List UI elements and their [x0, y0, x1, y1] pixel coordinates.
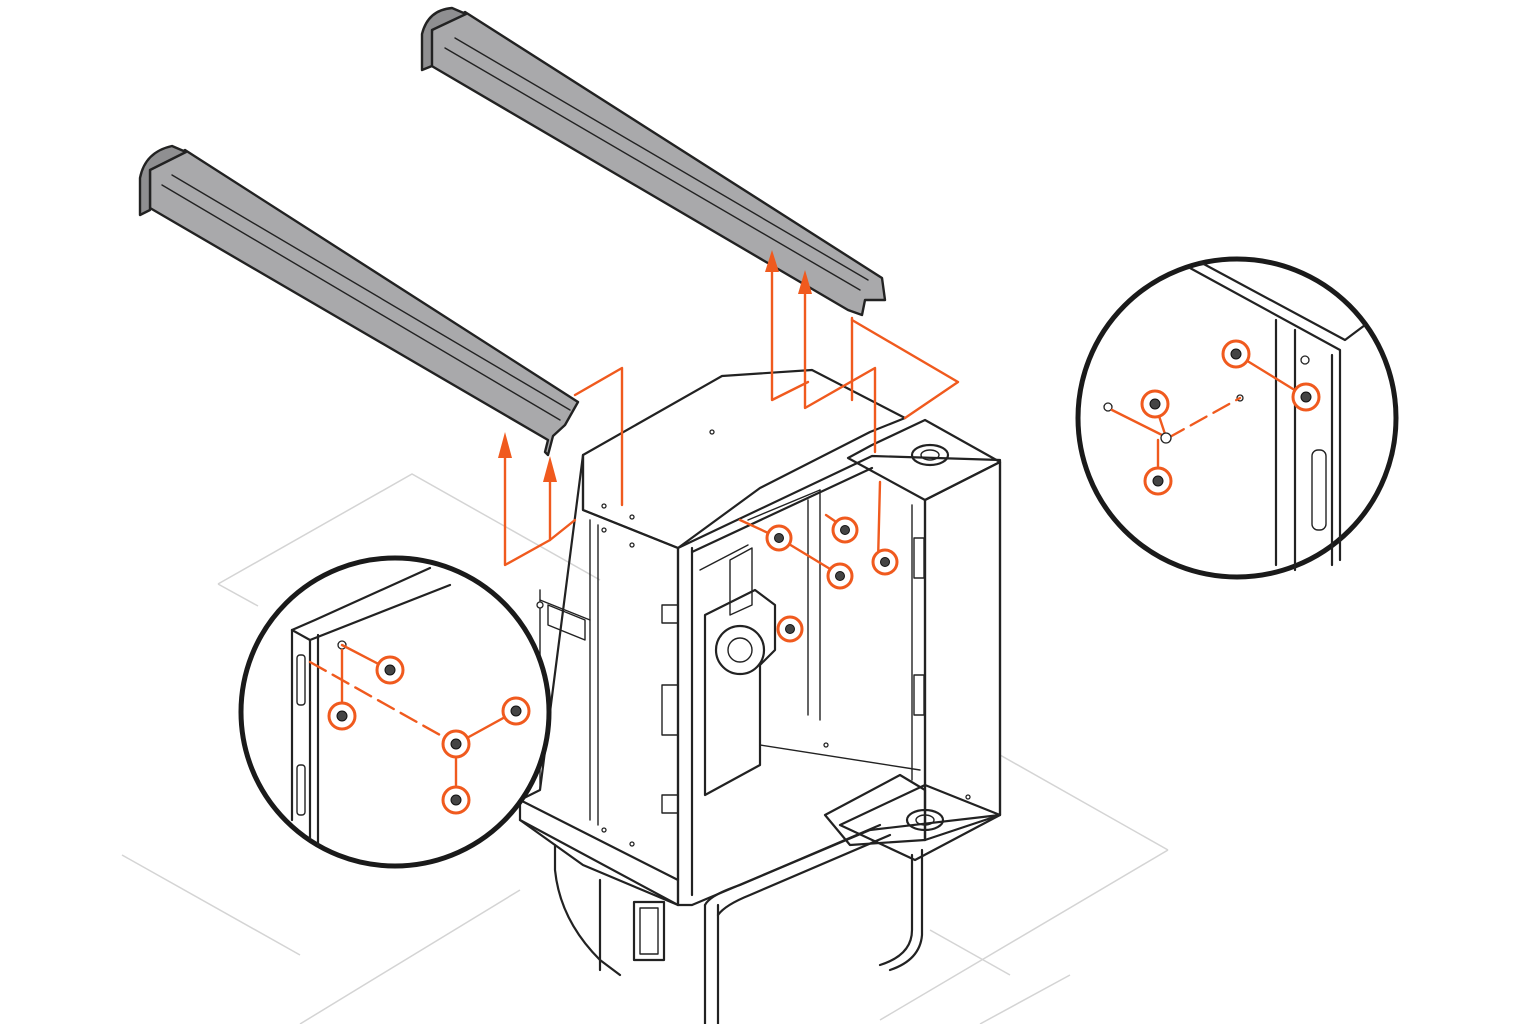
fastener-marker — [441, 729, 471, 759]
handle-rail-right — [420, 6, 887, 317]
fastener-marker — [1221, 339, 1251, 369]
fastener-marker — [765, 524, 793, 552]
arrow-up-icon — [498, 432, 512, 458]
fastener-marker — [501, 696, 531, 726]
arrow-up-icon — [765, 250, 779, 272]
fastener-marker — [1143, 466, 1173, 496]
floor-grid — [121, 473, 1169, 1024]
rail-right-endcap — [420, 6, 468, 72]
fastener-marker — [871, 548, 899, 576]
detail-callout-left — [238, 555, 552, 869]
handle-rail-left — [138, 144, 580, 457]
arrow-up-icon — [798, 270, 812, 294]
fastener-marker — [375, 655, 405, 685]
fastener-marker — [441, 785, 471, 815]
rail-left-endcap — [138, 144, 188, 217]
fastener-marker — [1140, 389, 1170, 419]
fastener-marker — [327, 701, 357, 731]
fastener-marker — [831, 516, 859, 544]
rail-left-body — [148, 148, 580, 457]
fastener-marker — [776, 615, 804, 643]
electrical-enclosure — [518, 368, 1002, 907]
rail-right-body — [428, 10, 887, 317]
fastener-marker — [1291, 382, 1321, 412]
detail-callout-right — [1075, 256, 1399, 580]
main-fasteners — [765, 516, 899, 643]
base-frame — [553, 823, 924, 1024]
fastener-marker — [826, 562, 854, 590]
arrow-up-icon — [543, 456, 557, 482]
